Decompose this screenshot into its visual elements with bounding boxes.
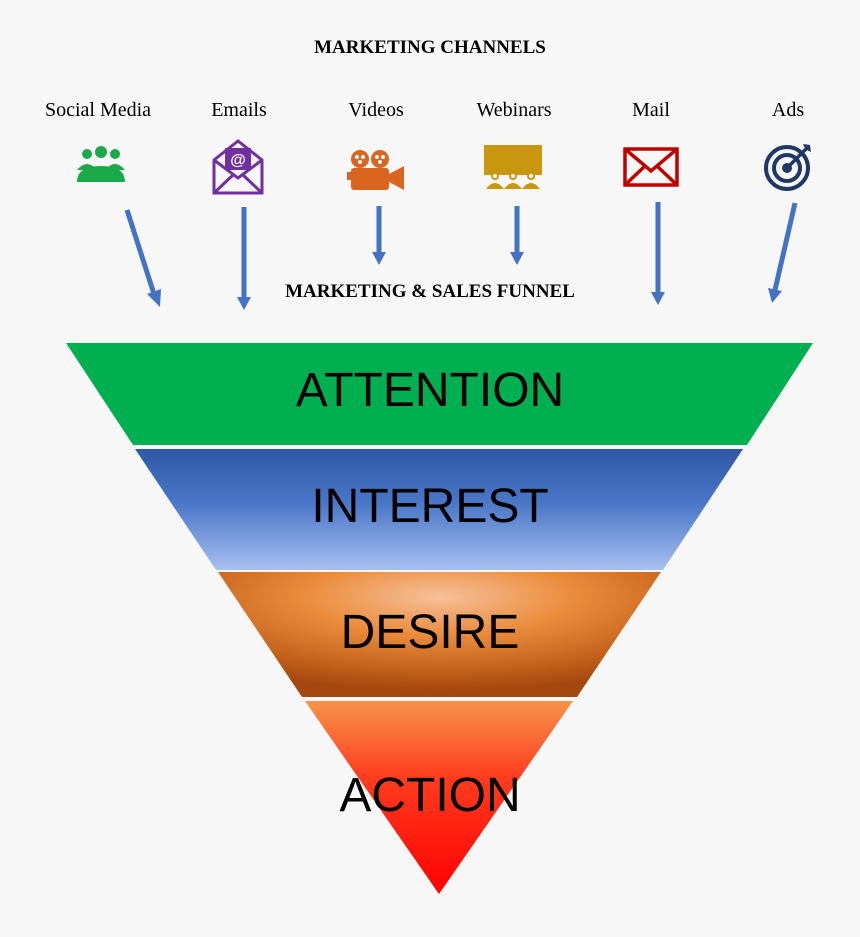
arrow-videos xyxy=(372,206,386,265)
channel-label-mail: Mail xyxy=(632,99,670,121)
people-group-icon xyxy=(77,146,125,182)
envelope-icon xyxy=(623,147,679,187)
channel-label-videos: Videos xyxy=(348,99,404,121)
target-icon xyxy=(764,144,811,191)
arrow-webinars xyxy=(510,206,524,265)
email-at-icon: @ xyxy=(212,139,264,195)
funnel-label-interest: INTEREST xyxy=(311,480,549,533)
funnel-label-attention: ATTENTION xyxy=(295,364,565,417)
funnel-stage-attention xyxy=(66,343,813,445)
arrow-mail xyxy=(651,202,665,305)
funnel-stage-desire xyxy=(218,572,661,697)
funnel-title: MARKETING & SALES FUNNEL xyxy=(285,281,575,302)
svg-text:@: @ xyxy=(230,152,246,169)
funnel-label-action: ACTION xyxy=(339,769,521,822)
channel-arrows xyxy=(124,202,798,310)
channel-label-webinars: Webinars xyxy=(476,99,552,121)
arrow-ads xyxy=(768,202,798,303)
channel-label-ads: Ads xyxy=(771,99,805,121)
arrow-emails xyxy=(237,207,251,310)
presentation-audience-icon xyxy=(484,145,542,189)
channel-label-social-media: Social Media xyxy=(44,99,152,121)
diagram-title: MARKETING CHANNELS xyxy=(314,37,546,58)
channel-label-emails: Emails xyxy=(211,99,267,121)
video-camera-icon xyxy=(347,150,404,190)
funnel-stage-interest xyxy=(135,449,743,570)
funnel-stage-action xyxy=(305,701,573,894)
arrow-social-media xyxy=(124,209,161,307)
funnel-label-desire: DESIRE xyxy=(340,606,520,659)
